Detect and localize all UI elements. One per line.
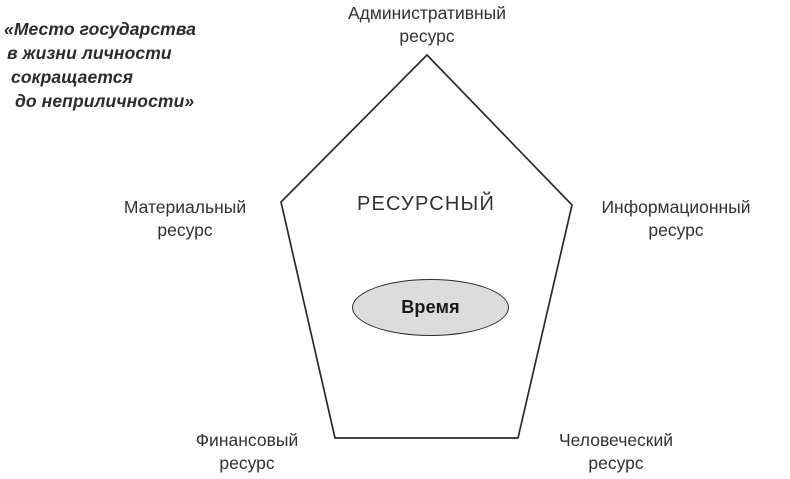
- vertex-label-human-line2: ресурс: [588, 453, 644, 473]
- vertex-label-material-line1: Материальный: [123, 197, 247, 217]
- vertex-label-financial: Финансовый ресурс: [196, 429, 298, 475]
- quote-line-3: сокращается: [11, 67, 134, 87]
- vertex-label-human-line1: Человеческий: [558, 430, 674, 450]
- vertex-label-administrative: Административный ресурс: [348, 2, 506, 48]
- vertex-label-informational-line1: Информационный: [601, 197, 751, 217]
- vertex-label-administrative-line2: ресурс: [399, 26, 455, 46]
- pentagon-center-title: РЕСУРСНЫЙ: [356, 193, 496, 215]
- vertex-label-administrative-line1: Административный: [347, 3, 507, 23]
- pull-quote: «Место государства в жизни личности сокр…: [4, 17, 254, 113]
- vertex-label-financial-line1: Финансовый: [195, 430, 299, 450]
- quote-line-2: в жизни личности: [7, 43, 172, 63]
- quote-line-1: «Место государства: [4, 19, 197, 39]
- core-resource-label: Время: [401, 297, 460, 317]
- vertex-label-financial-line2: ресурс: [219, 453, 275, 473]
- pentagon-outline: [280, 53, 573, 439]
- vertex-label-material-line2: ресурс: [157, 220, 213, 240]
- vertex-label-informational-line2: ресурс: [648, 220, 704, 240]
- vertex-label-human: Человеческий ресурс: [559, 429, 673, 475]
- vertex-label-material: Материальный ресурс: [124, 196, 246, 242]
- quote-line-4: до неприличности»: [15, 91, 195, 111]
- core-resource-ellipse: Время: [352, 279, 509, 336]
- vertex-label-informational: Информационный ресурс: [601, 196, 750, 242]
